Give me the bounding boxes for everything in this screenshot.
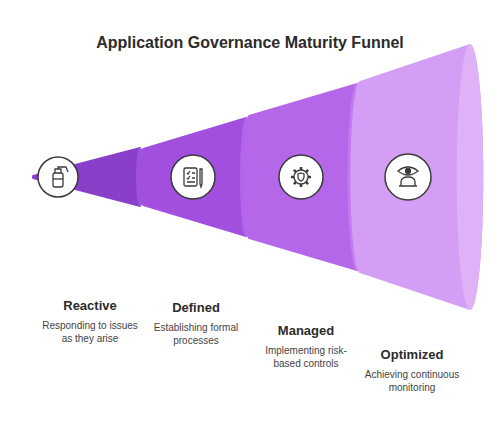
stage-heading: Defined [144, 300, 248, 315]
stage-icon [53, 167, 68, 187]
stage-heading: Optimized [362, 347, 462, 362]
stage-description: Responding to issues as they arise [38, 319, 142, 345]
funnel-segment [140, 117, 252, 237]
stage-label: OptimizedAchieving continuous monitoring [362, 347, 462, 394]
diagram-title: Application Governance Maturity Funnel [0, 34, 500, 52]
stage-description: Achieving continuous monitoring [362, 368, 462, 394]
stage-heading: Managed [252, 323, 360, 338]
stage-icon [184, 168, 202, 187]
icon-circle [279, 155, 323, 199]
stage-label: ReactiveResponding to issues as they ari… [38, 298, 142, 345]
stage-heading: Reactive [38, 298, 142, 313]
funnel-segment [243, 83, 367, 271]
stage-icon [398, 167, 418, 186]
stage-icon [291, 167, 311, 187]
funnel-segment [32, 147, 144, 207]
icon-circle [171, 155, 215, 199]
funnel-segment [350, 44, 483, 310]
icon-circle [38, 157, 78, 197]
stage-description: Establishing formal processes [144, 321, 248, 347]
stage-label: DefinedEstablishing formal processes [144, 300, 248, 347]
stage-label: ManagedImplementing risk-based controls [252, 323, 360, 370]
stage-description: Implementing risk-based controls [252, 344, 360, 370]
segment-mouth [457, 44, 484, 310]
icon-circle [385, 154, 431, 200]
